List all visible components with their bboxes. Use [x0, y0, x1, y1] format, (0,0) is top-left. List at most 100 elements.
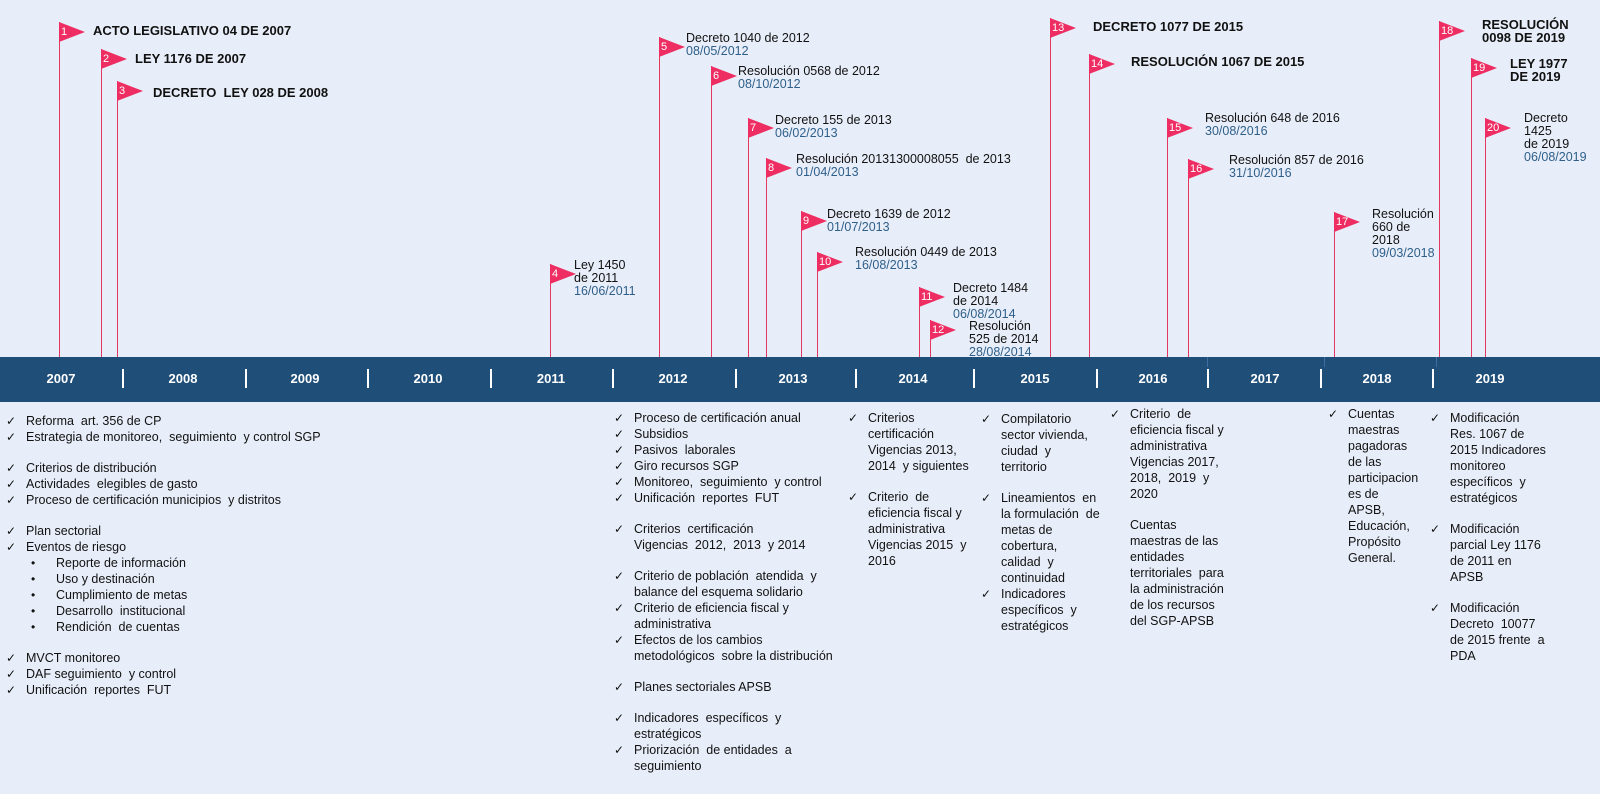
milestone-title: DECRETO 1077 DE 2015 [1093, 19, 1244, 34]
milestone-title: Decreto 1040 de 2012 [686, 31, 810, 45]
milestone-date: 01/07/2013 [827, 220, 890, 234]
notes-column: Compilatorio sector vivienda, ciudad y t… [979, 411, 1100, 634]
notes-column: Proceso de certificación anualSubsidiosP… [612, 410, 833, 774]
year-label: 2017 [1250, 371, 1280, 386]
milestone-title: RESOLUCIÓN 0098 DE 2019 [1482, 17, 1569, 45]
notes-column: Modificación Res. 1067 de 2015 Indicador… [1428, 410, 1546, 664]
milestone-pole [1089, 54, 1090, 357]
milestone-pole [659, 37, 660, 357]
note-item: Planes sectoriales APSB [612, 679, 833, 695]
milestone-number: 5 [661, 41, 668, 53]
note-item: Criterios certificación Vigencias 2012, … [612, 521, 833, 553]
milestone-flag: 13 [1050, 18, 1076, 38]
year-label: 2018 [1362, 371, 1392, 386]
notes-spacer [612, 664, 833, 679]
note-item: Efectos de los cambios metodológicos sob… [612, 632, 833, 664]
year-separator [735, 369, 737, 388]
milestone-number: 12 [932, 324, 945, 336]
year-separator [973, 369, 975, 388]
note-item: Unificación reportes FUT [4, 682, 321, 698]
milestone-number: 11 [921, 291, 933, 303]
milestone-pole [1471, 58, 1472, 357]
milestone-pole [748, 118, 749, 357]
note-item: Plan sectorial [4, 523, 321, 539]
note-item: Cuentas maestras pagadoras de las partic… [1326, 406, 1418, 566]
milestone-number: 10 [819, 256, 832, 268]
milestone-title: LEY 1977 DE 2019 [1510, 56, 1568, 84]
year-separator [1432, 369, 1434, 388]
milestone-label: RESOLUCIÓN 1067 DE 2015 [1131, 55, 1304, 68]
year-separator [855, 369, 857, 388]
note-item: Subsidios [612, 426, 833, 442]
notes-spacer [612, 506, 833, 521]
milestone-pole [101, 49, 102, 357]
milestone-title: ACTO LEGISLATIVO 04 DE 2007 [93, 23, 292, 38]
year-separator [1096, 369, 1098, 388]
milestone-number: 7 [750, 122, 757, 134]
notes-spacer [1428, 506, 1546, 521]
year-label: 2009 [290, 371, 320, 386]
year-label: 2019 [1475, 371, 1505, 386]
milestone-label: DECRETO LEY 028 DE 2008 [153, 86, 328, 99]
milestone-pole [801, 211, 802, 357]
note-subitem: Cumplimiento de metas [4, 587, 321, 603]
milestone-number: 13 [1052, 22, 1065, 34]
milestone-title: Resolución 20131300008055 de 2013 [796, 152, 1011, 166]
milestone-number: 14 [1091, 58, 1104, 70]
note-item: Reforma art. 356 de CP [4, 413, 321, 429]
note-item: MVCT monitoreo [4, 650, 321, 666]
milestone-date: 30/08/2016 [1205, 124, 1268, 138]
note-item: Criterio de población atendida y balance… [612, 568, 833, 600]
year-label: 2008 [168, 371, 198, 386]
note-subitem: Rendición de cuentas [4, 619, 321, 635]
milestone-number: 3 [119, 85, 126, 97]
year-tick [1436, 357, 1437, 367]
notes-spacer [1428, 585, 1546, 600]
milestone-pole [1050, 18, 1051, 357]
note-item: Indicadores específicos y estratégicos [612, 710, 833, 742]
note-item: Proceso de certificación anual [612, 410, 833, 426]
notes-spacer [979, 475, 1100, 490]
note-item: Modificación parcial Ley 1176 de 2011 en… [1428, 521, 1546, 585]
milestone-title: Resolución 857 de 2016 [1229, 153, 1364, 167]
milestone-pole [919, 287, 920, 357]
milestone-flag: 16 [1188, 159, 1214, 179]
note-item: Pasivos laborales [612, 442, 833, 458]
milestone-title: Resolución 0568 de 2012 [738, 64, 880, 78]
milestone-pole [117, 81, 118, 357]
notes-spacer [612, 695, 833, 710]
milestone-date: 06/02/2013 [775, 126, 838, 140]
milestone-number: 19 [1473, 62, 1486, 74]
note-item: Lineamientos en la formulación de metas … [979, 490, 1100, 586]
milestone-pole [711, 66, 712, 357]
milestone-title: RESOLUCIÓN 1067 DE 2015 [1131, 54, 1305, 69]
note-subitem: Uso y destinación [4, 571, 321, 587]
milestone-number: 18 [1441, 25, 1454, 37]
milestone-flag: 20 [1485, 118, 1511, 138]
milestone-flag: 19 [1471, 58, 1497, 78]
milestone-label: LEY 1977 DE 2019 [1510, 57, 1568, 83]
year-separator [1207, 369, 1209, 388]
milestone-title: Decreto 1484 de 2014 [953, 281, 1029, 308]
note-item: Compilatorio sector vivienda, ciudad y t… [979, 411, 1100, 475]
milestone-title: Decreto 1639 de 2012 [827, 207, 951, 221]
milestone-pole [1485, 118, 1486, 357]
milestone-pole [59, 22, 60, 357]
milestone-title: Decreto 1425 de 2019 [1524, 111, 1570, 151]
milestone-number: 20 [1487, 122, 1500, 134]
year-separator [1320, 369, 1322, 388]
year-label: 2007 [46, 371, 76, 386]
milestone-number: 16 [1190, 163, 1203, 175]
note-item: Priorización de entidades a seguimiento [612, 742, 833, 774]
milestone-label: LEY 1176 DE 2007 [135, 52, 246, 65]
notes-column: Cuentas maestras pagadoras de las partic… [1326, 406, 1418, 566]
milestone-number: 9 [803, 215, 810, 227]
milestone-flag: 3 [117, 81, 143, 101]
milestone-date: 16/06/2011 [574, 284, 636, 298]
